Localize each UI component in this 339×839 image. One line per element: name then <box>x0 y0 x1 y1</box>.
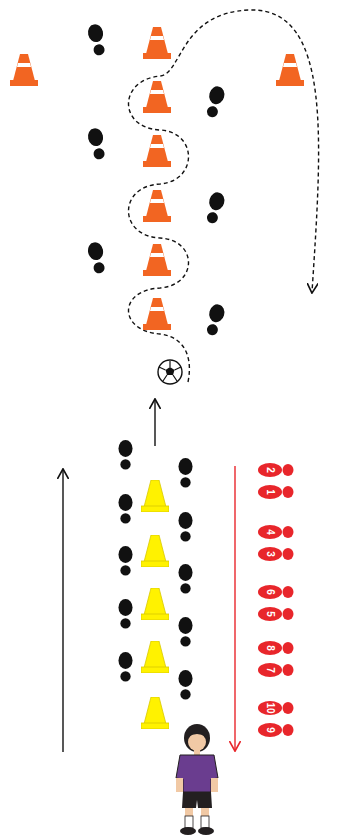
step-number: 6 <box>265 589 275 595</box>
step-number: 5 <box>265 611 275 617</box>
player-figure <box>176 724 218 835</box>
step-number: 8 <box>265 645 275 651</box>
step-number: 7 <box>265 667 275 673</box>
step-number: 4 <box>265 529 275 535</box>
step-number: 10 <box>265 702 275 713</box>
step-number: 2 <box>265 467 275 473</box>
step-number: 9 <box>265 727 275 733</box>
step-number: 1 <box>265 489 275 495</box>
step-number: 3 <box>265 551 275 557</box>
